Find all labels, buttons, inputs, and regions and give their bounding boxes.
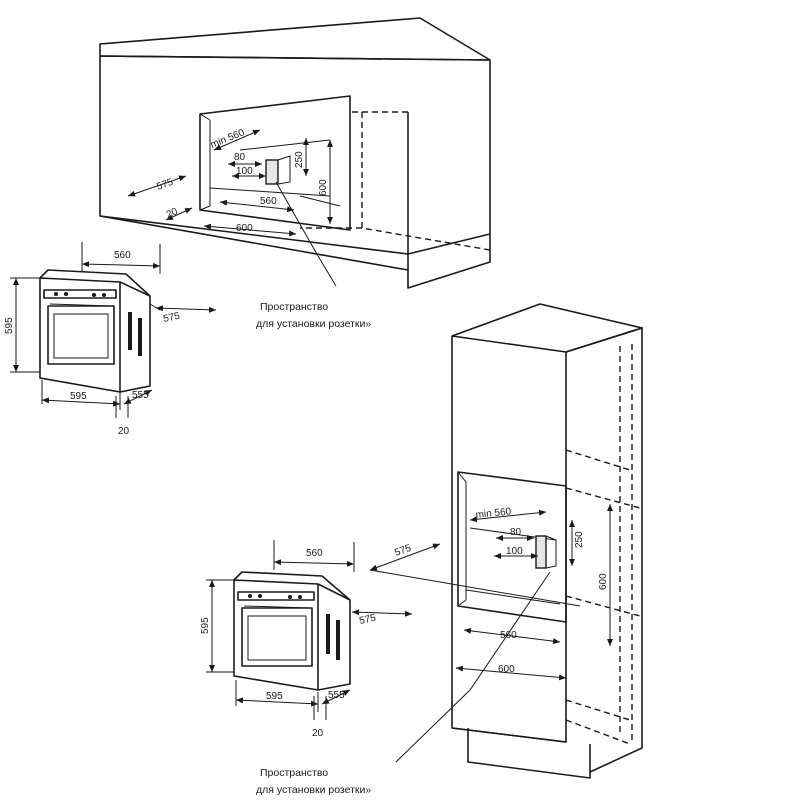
dim-575: 575 — [155, 177, 175, 193]
top-oven-dimensions: 560 595 575 595 555 20 — [4, 242, 217, 437]
top-socket-note: Пространство для установки розетки» — [256, 301, 371, 330]
dim-250-b: 250 — [574, 531, 585, 548]
socket-note-line-1: Пространство — [260, 301, 328, 313]
oven-dim-555: 555 — [132, 390, 149, 401]
dim-575-b: 575 — [393, 543, 413, 559]
oven-dim-595-width-b: 595 — [266, 691, 283, 702]
socket-note-line-1-b: Пространство — [260, 767, 328, 779]
socket-note-line-2: для установки розетки» — [256, 318, 371, 330]
dim-600-height-b: 600 — [598, 573, 609, 590]
dim-100: 100 — [236, 166, 253, 177]
top-niche-dimensions: min 560 80 100 250 600 575 20 560 600 — [127, 127, 337, 287]
oven-dim-595-height-b: 595 — [200, 617, 211, 634]
bottom-cabinet — [395, 303, 643, 779]
dim-min-width-b: min 560 — [475, 506, 512, 521]
dim-600-height: 600 — [318, 179, 329, 196]
dim-250: 250 — [294, 151, 305, 168]
dim-560-b: 560 — [500, 630, 517, 641]
dim-100-b: 100 — [506, 546, 523, 557]
top-oven — [39, 269, 161, 393]
oven-dim-595-height: 595 — [4, 317, 15, 334]
bottom-socket-note: Пространство для установки розетки» — [256, 767, 371, 796]
bottom-oven — [233, 571, 351, 691]
dim-560: 560 — [260, 196, 277, 207]
dim-600-width: 600 — [236, 223, 253, 234]
top-cabinet — [99, 17, 491, 289]
dim-80: 80 — [234, 152, 246, 163]
dim-20: 20 — [165, 206, 180, 221]
bottom-oven-dimensions: 560 595 575 595 555 20 — [200, 540, 413, 739]
oven-dim-560-b: 560 — [306, 548, 323, 559]
dim-600-width-b: 600 — [498, 664, 515, 675]
oven-dim-560: 560 — [114, 250, 131, 261]
oven-dim-20: 20 — [118, 426, 130, 437]
oven-dim-555-b: 555 — [328, 690, 345, 701]
socket-note-line-2-b: для установки розетки» — [256, 784, 371, 796]
dim-80-b: 80 — [510, 527, 522, 538]
bottom-niche-dimensions: min 560 80 100 250 600 575 560 600 — [369, 504, 613, 681]
oven-dim-575-b: 575 — [358, 613, 377, 627]
oven-dim-575: 575 — [162, 311, 181, 325]
oven-dim-20-b: 20 — [312, 728, 324, 739]
dim-min-width: min 560 — [209, 127, 247, 151]
oven-dim-595-width: 595 — [70, 391, 87, 402]
